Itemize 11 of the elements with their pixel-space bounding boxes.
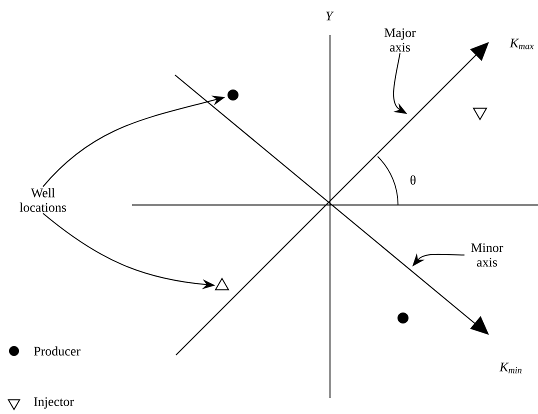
callout-text: Major axis xyxy=(384,28,416,52)
axis-label: Y xyxy=(326,12,334,20)
legend-label: Injector xyxy=(34,397,74,409)
callout-text: Well locations xyxy=(20,188,66,212)
axis-label: K$_{max}$ xyxy=(510,38,534,50)
angle-label: θ xyxy=(410,175,416,185)
producer-dot xyxy=(398,312,408,324)
legend-label: Producer xyxy=(34,346,80,356)
axis-label: K$_{min}$ xyxy=(499,362,522,374)
producer-dot xyxy=(228,90,238,100)
callout-text: Minor axis xyxy=(471,243,504,267)
